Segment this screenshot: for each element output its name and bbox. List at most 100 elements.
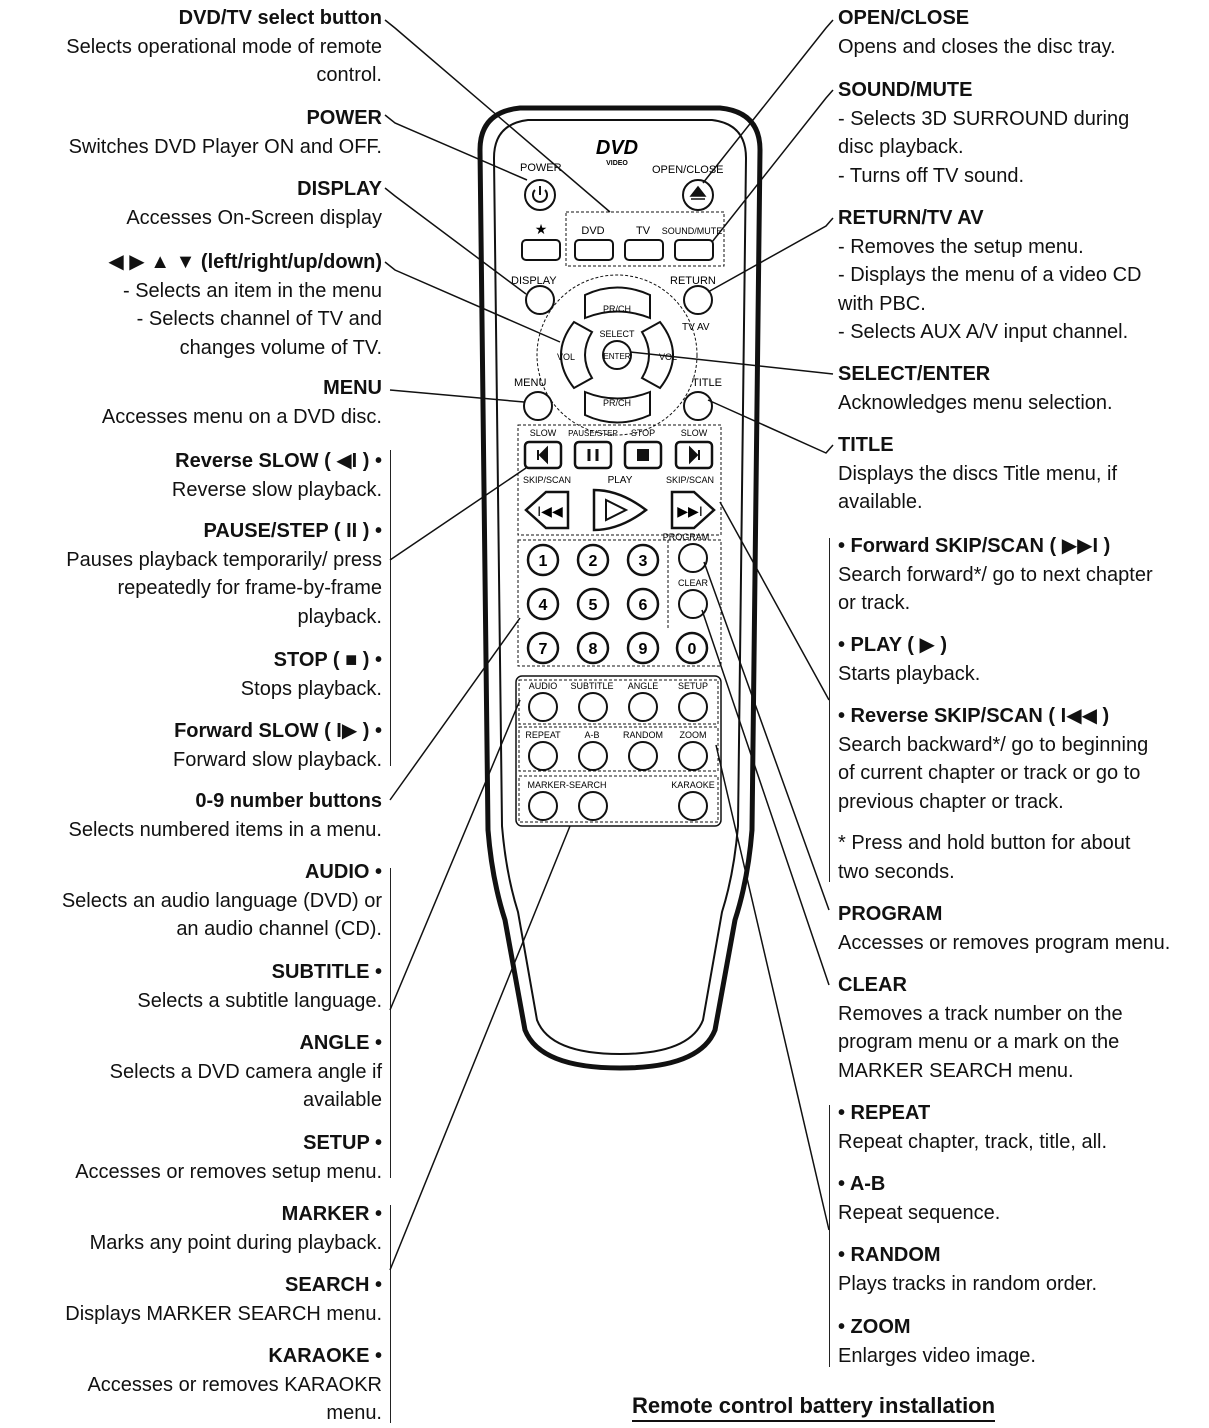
digit-6-button[interactable] <box>626 587 660 621</box>
digit-2-button[interactable] <box>576 543 610 577</box>
leader-menu <box>389 389 525 403</box>
sound-mute-button[interactable] <box>674 239 714 261</box>
reverse-skip-button[interactable] <box>524 490 570 530</box>
reverse-slow-label: SLOW <box>530 428 557 438</box>
leader-program <box>703 561 830 911</box>
clear-button[interactable] <box>678 589 708 619</box>
dvd-mode-button[interactable] <box>574 239 614 261</box>
leader-lines-left <box>384 19 611 1271</box>
angle-button[interactable] <box>628 692 658 722</box>
pause-icon <box>587 449 599 461</box>
group-bar-playback <box>390 450 391 766</box>
enter-label: ENTER <box>603 352 630 361</box>
leader-audio-group <box>389 699 521 1011</box>
mode-select-group <box>565 211 725 267</box>
entry-setup: SETUP •Accesses or removes setup menu. <box>75 1132 382 1183</box>
pr-ch-up-button[interactable] <box>584 286 651 320</box>
enter-button[interactable] <box>602 340 632 370</box>
reverse-skip-label: SKIP/SCAN <box>523 475 571 485</box>
repeat-button[interactable] <box>528 741 558 771</box>
audio-setup-group <box>518 679 719 725</box>
pr-ch-down-label: PR/CH <box>603 398 631 408</box>
program-button[interactable] <box>678 543 708 573</box>
leader-sound-mute <box>711 89 834 243</box>
subtitle-label: SUBTITLE <box>570 681 613 691</box>
clear-label: CLEAR <box>678 578 709 588</box>
tv-av-label: TV AV <box>682 322 710 333</box>
forward-slow-label: SLOW <box>681 428 708 438</box>
leader-return <box>707 217 834 293</box>
digit-5-button[interactable] <box>576 587 610 621</box>
entry-reverse-skip: • Reverse SKIP/SCAN ( I◀◀ )Search backwa… <box>838 705 1149 813</box>
leader-lines-right <box>629 19 834 1231</box>
title-button[interactable] <box>683 391 713 421</box>
menu-button[interactable] <box>523 391 553 421</box>
star-button[interactable] <box>521 239 561 261</box>
entry-stop: STOP ( ■ ) •Stops playback. <box>240 649 382 700</box>
pr-ch-up-label: PR/CH <box>603 304 631 314</box>
digit-0-button[interactable] <box>675 631 709 665</box>
digit-1-button[interactable] <box>526 543 560 577</box>
digit-8-button[interactable] <box>576 631 610 665</box>
leader-dvd-tv <box>384 19 611 213</box>
digit-3-button[interactable] <box>626 543 660 577</box>
title-label: TITLE <box>692 377 722 389</box>
marker-search-label: MARKER-SEARCH <box>527 780 606 790</box>
pr-ch-down-button[interactable] <box>584 390 651 424</box>
search-button[interactable] <box>578 791 608 821</box>
random-button[interactable] <box>628 741 658 771</box>
pause-step-button[interactable] <box>573 440 613 470</box>
leader-select-enter <box>629 351 834 375</box>
digit-4-label: 4 <box>539 597 548 614</box>
tv-mode-label: TV <box>636 225 651 237</box>
digit-4-button[interactable] <box>526 587 560 621</box>
play-icon <box>605 498 629 522</box>
karaoke-button[interactable] <box>678 791 708 821</box>
forward-slow-icon <box>689 445 700 465</box>
star-label: ★ <box>535 221 548 237</box>
power-icon <box>532 189 548 203</box>
ab-label: A-B <box>584 730 599 740</box>
digit-3-label: 3 <box>639 553 648 570</box>
digit-9-button[interactable] <box>626 631 660 665</box>
setup-button[interactable] <box>678 692 708 722</box>
tv-mode-button[interactable] <box>624 239 664 261</box>
subtitle-button[interactable] <box>578 692 608 722</box>
return-button[interactable] <box>683 285 713 315</box>
return-label: RETURN <box>670 275 716 287</box>
ab-button[interactable] <box>578 741 608 771</box>
digit-7-label: 7 <box>539 641 548 658</box>
reverse-skip-icon: I◀◀ <box>537 503 563 519</box>
zoom-button[interactable] <box>678 741 708 771</box>
digit-2-label: 2 <box>589 553 598 570</box>
display-button[interactable] <box>525 285 555 315</box>
entry-search: SEARCH •Displays MARKER SEARCH menu. <box>65 1274 382 1325</box>
dvd-mode-label: DVD <box>581 225 604 237</box>
entry-play: • PLAY ( ▶ )Starts playback. <box>838 634 981 685</box>
leader-power <box>384 114 528 181</box>
forward-skip-button[interactable] <box>670 490 716 530</box>
group-bar-audio-setup <box>390 868 391 1178</box>
digit-7-button[interactable] <box>526 631 560 665</box>
entry-forward-slow: Forward SLOW ( I▶ ) •Forward slow playba… <box>173 720 382 771</box>
setup-label: SETUP <box>678 681 708 691</box>
dvd-logo-sub: VIDEO <box>606 160 628 167</box>
vol-left-button[interactable] <box>560 320 594 390</box>
play-label: PLAY <box>608 475 633 486</box>
entry-subtitle: SUBTITLE •Selects a subtitle language. <box>137 961 382 1012</box>
random-label: RANDOM <box>623 730 663 740</box>
digit-5-label: 5 <box>589 597 598 614</box>
open-close-label: OPEN/CLOSE <box>652 164 724 176</box>
marker-button[interactable] <box>528 791 558 821</box>
marker-karaoke-group <box>518 775 719 823</box>
leader-skip-play <box>719 501 830 701</box>
repeat-zoom-group <box>518 726 719 772</box>
audio-button[interactable] <box>528 692 558 722</box>
